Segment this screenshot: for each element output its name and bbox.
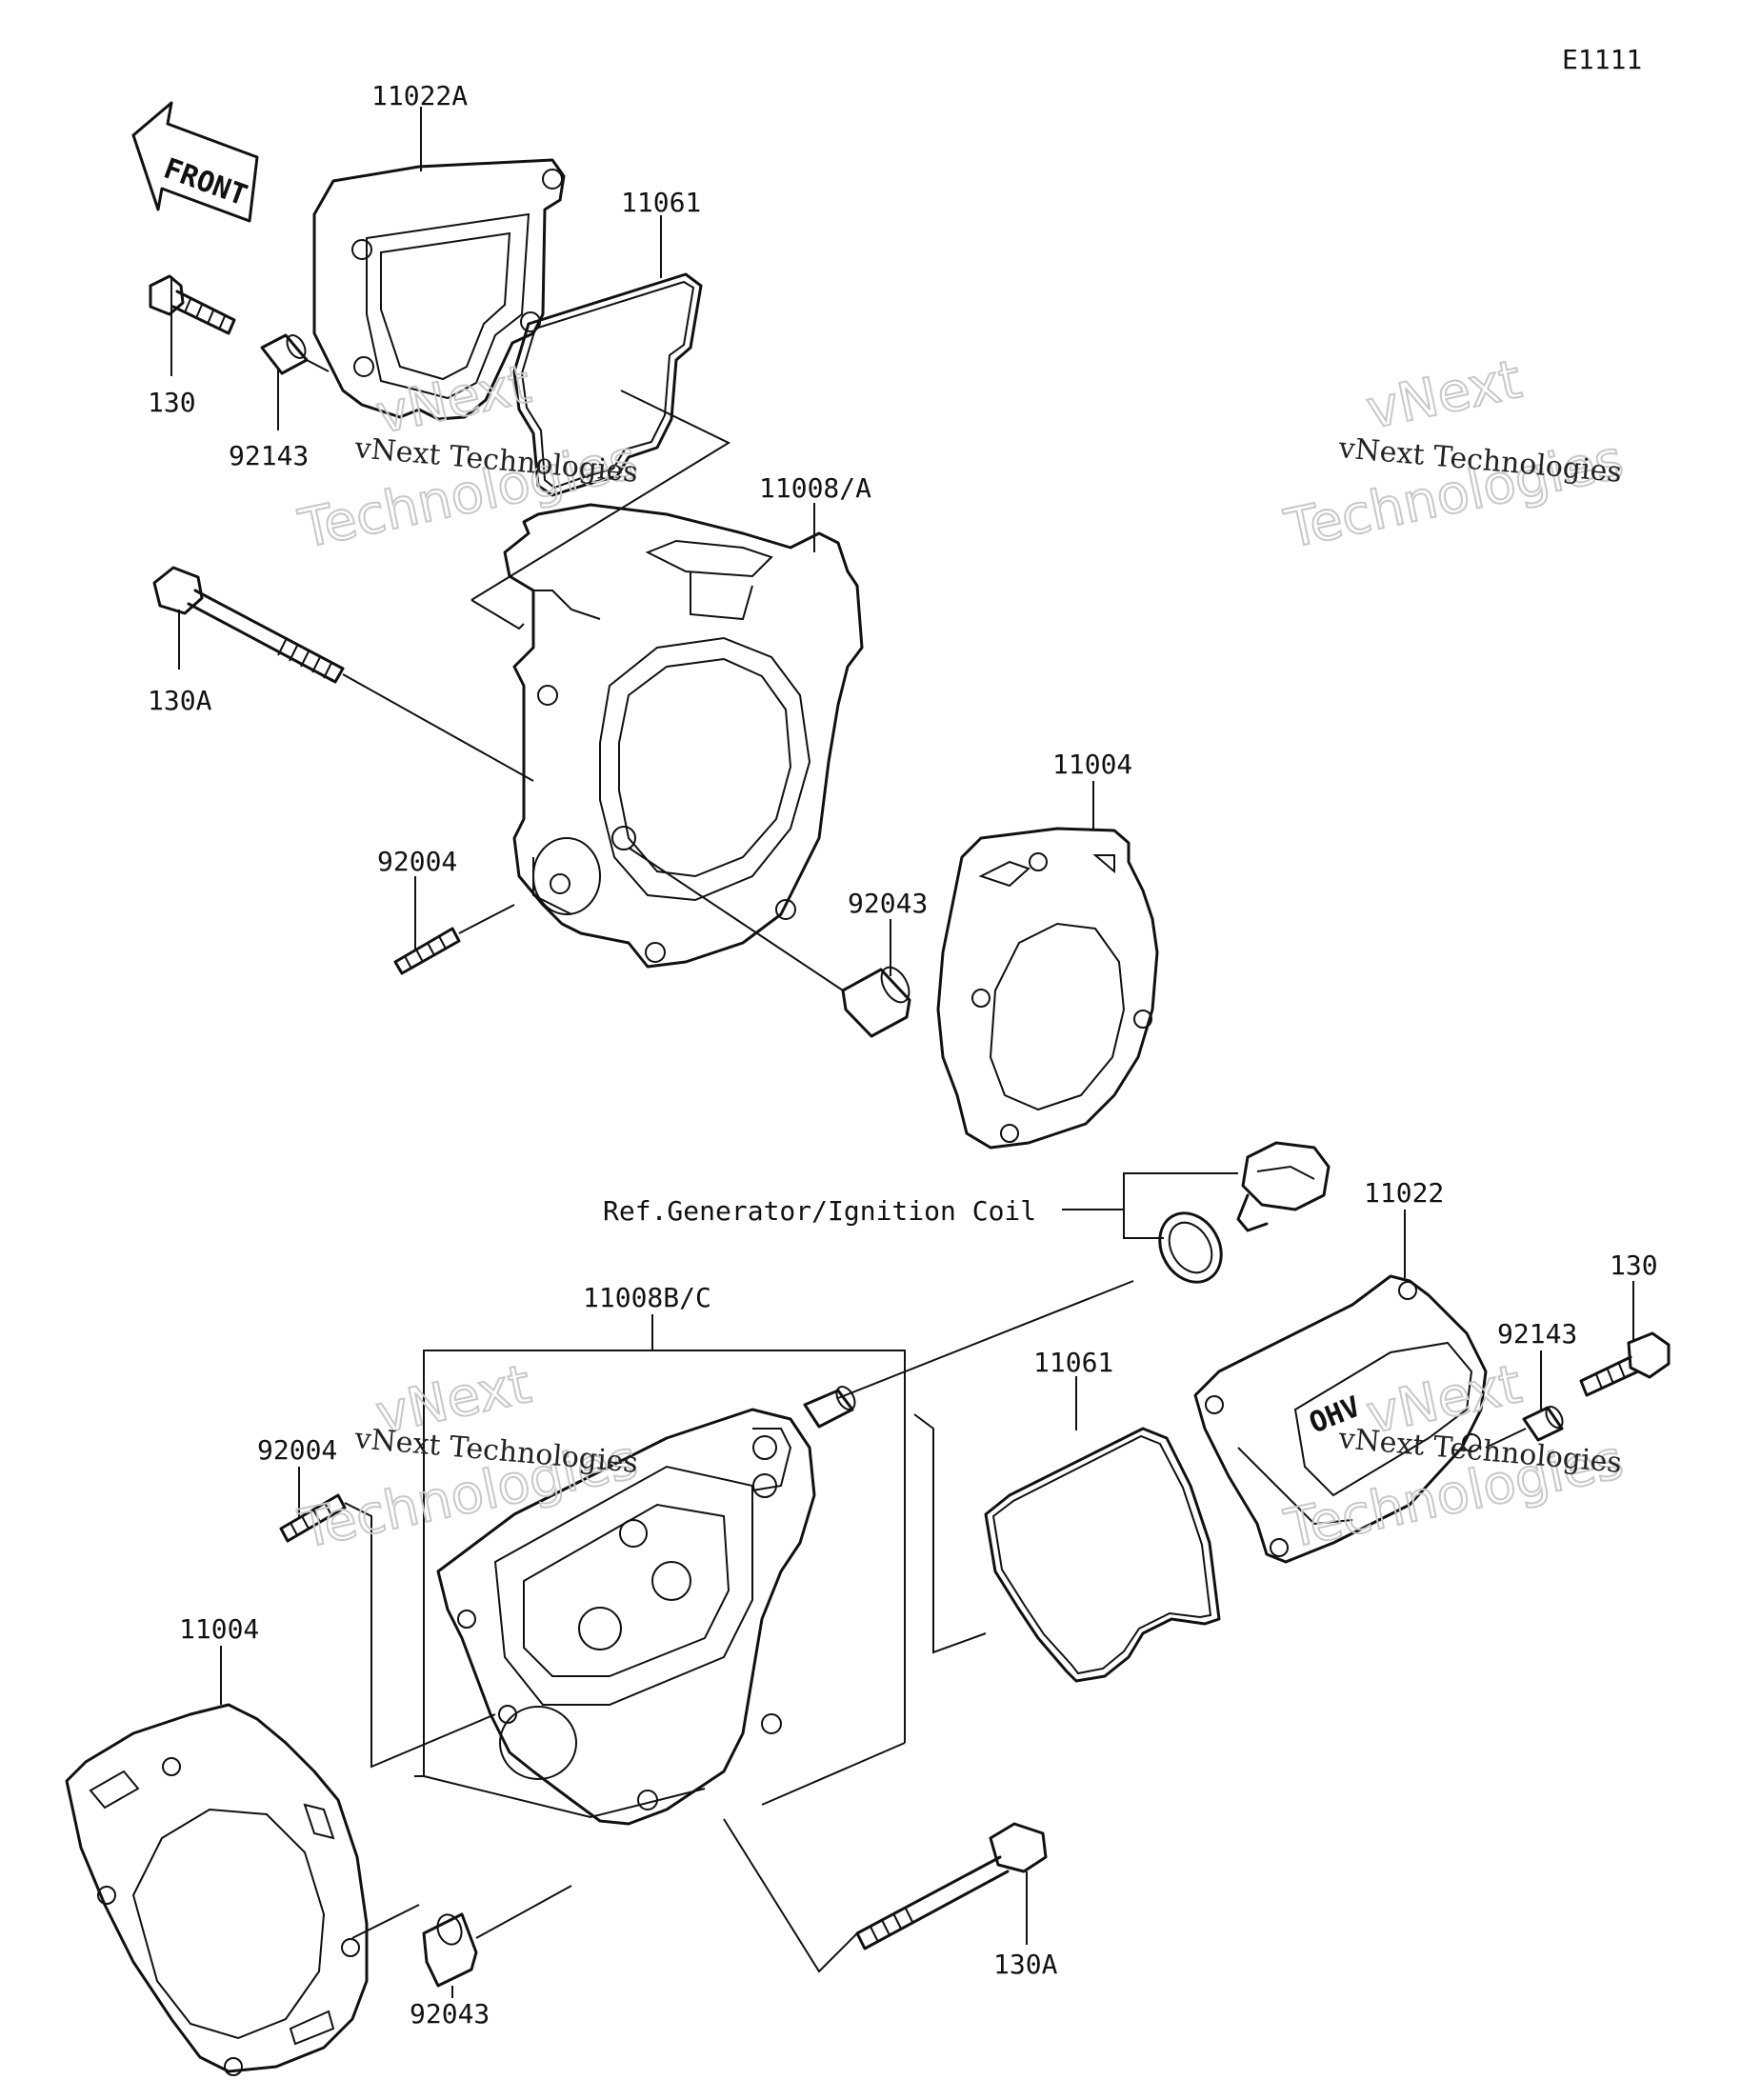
reference-note: Ref.Generator/Ignition Coil (603, 1195, 1036, 1227)
rocker-cover-11022A-shape (312, 158, 566, 421)
gasket-11061-bottom-shape (984, 1427, 1221, 1683)
watermark-1: vNext Technologies vNext Technologies (292, 352, 643, 562)
front-arrow-icon: FRONT (131, 101, 259, 223)
callout-11008BC: 11008B/C (583, 1282, 711, 1313)
dowel-92043-bottom-shape (422, 1912, 478, 1988)
callout-130A-top: 130A (148, 685, 212, 716)
callout-92043-top: 92043 (848, 888, 928, 919)
diagram-code: E1111 (1562, 44, 1642, 75)
head-gasket-11004-top-shape (936, 827, 1159, 1150)
callout-11061-bottom: 11061 (1033, 1347, 1113, 1378)
oil-plug-shape (1236, 1141, 1331, 1232)
callout-130-top: 130 (148, 387, 196, 418)
callout-130-right: 130 (1610, 1250, 1658, 1281)
callout-92004-bottom: 92004 (257, 1434, 337, 1466)
callout-92004-top: 92004 (377, 846, 457, 877)
callout-11022A: 11022A (371, 80, 468, 111)
bolt-130A-bottom-shape (855, 1822, 1048, 1950)
callout-92143-top: 92143 (229, 440, 309, 471)
bolt-130-top-shape (149, 274, 236, 335)
callout-92143-right: 92143 (1497, 1318, 1577, 1350)
watermark-3: vNext Technologies vNext Technologies (292, 1352, 643, 1562)
callout-92043-bottom: 92043 (410, 1998, 490, 2030)
svg-text:vNext: vNext (1361, 349, 1527, 442)
watermark-2: vNext Technologies vNext Technologies (1278, 348, 1629, 562)
dowel-92043-top-shape (841, 966, 911, 1038)
callout-130A-bottom: 130A (993, 1949, 1058, 1980)
callout-11008A: 11008/A (759, 472, 871, 504)
callout-11004-top: 11004 (1052, 749, 1132, 780)
callout-11004-bottom: 11004 (179, 1613, 259, 1645)
head-gasket-11004-bottom-shape (65, 1703, 369, 2076)
watermark-4: vNext Technologies vNext Technologies (1278, 1352, 1629, 1562)
part-callouts: 11022A 11061 130 92143 11008/A 130A 1100… (148, 80, 1658, 2030)
dowel-92143-right-shape (1522, 1406, 1564, 1442)
bolt-130-right-shape (1579, 1331, 1671, 1397)
callout-11022: 11022 (1364, 1177, 1444, 1209)
leader-lines (170, 107, 1634, 1998)
callout-11061-top: 11061 (621, 187, 701, 218)
cylinder-head-11008A-shape (503, 503, 864, 969)
gasket-11061-top-shape (512, 272, 703, 497)
stud-92004-bottom-shape (279, 1493, 347, 1543)
dowel-92143-top-shape (260, 333, 309, 375)
svg-text:vNext: vNext (370, 353, 536, 447)
bolt-130A-top-shape (152, 566, 345, 684)
o-ring-shape (1158, 1211, 1223, 1284)
stud-92004-top-shape (393, 927, 461, 975)
cylinder-head-11008BC-shape (436, 1386, 856, 1826)
rocker-cover-11022-shape: OHV (1193, 1274, 1488, 1564)
